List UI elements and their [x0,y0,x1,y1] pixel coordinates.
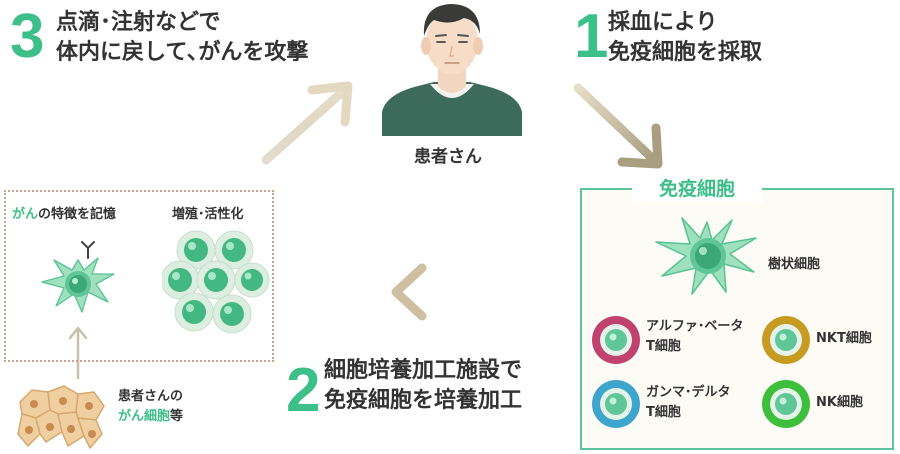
memory-cell-icon [41,241,115,313]
gamma-delta-label-2: T細胞 [646,405,681,420]
memory-label-rest: の特徴を記憶 [38,207,117,222]
step-2-line-2: 免疫細胞を培養加工 [324,388,523,413]
step-1-number: 1 [574,2,609,71]
patient-label: 患者さん [414,147,482,167]
proliferation-label: 増殖･活性化 [172,207,244,222]
memory-label: がんの特徴を記憶 [12,206,116,224]
gamma-delta-label-1: ガンマ･デルタ [646,385,731,400]
cancer-cells-label-1: 患者さんの [118,389,184,404]
step-3-line-1: 点滴･注射などで [56,10,221,35]
alpha-beta-label-1: アルファ･ベータ [646,319,744,334]
culture-panel [4,190,274,362]
step-3-line-2: 体内に戻して､がんを攻撃 [56,40,309,65]
nk-cell-icon [762,380,810,428]
alpha-beta-label-2: T細胞 [646,339,681,354]
dendritic-cell-icon [655,217,757,295]
gamma-delta-t-cell-icon [592,380,640,428]
step-2-number: 2 [286,356,321,425]
nk-cell-label: NK細胞 [816,395,863,410]
cancer-cells-label-green: がん細胞 [118,409,171,424]
patient-icon [382,4,522,136]
arrow-small-up [68,326,88,380]
step-3-number: 3 [10,2,45,71]
dendritic-cell-label: 樹状細胞 [768,257,821,272]
step-2-line-1: 細胞培養加工施設で [324,358,523,383]
cancer-cells-icon [17,385,105,449]
cancer-cells-label-rest: 等 [170,409,184,424]
alpha-beta-t-cell-icon [592,316,640,364]
arrow-to-immune-cells [573,83,663,169]
nkt-cell-label: NKT細胞 [816,331,872,346]
immune-cells-panel [580,188,894,450]
memory-label-cancer: がん [12,207,39,222]
arrow-to-patient [261,81,353,165]
nkt-cell-icon [762,316,810,364]
proliferated-cells-icon [162,230,270,334]
arrow-to-culture [391,263,521,321]
step-1-line-2: 免疫細胞を採取 [608,40,763,65]
step-1-line-1: 採血により [608,10,718,35]
immune-panel-title: 免疫細胞 [632,176,762,202]
cancer-cells-label-2: がん細胞等 [118,408,183,426]
